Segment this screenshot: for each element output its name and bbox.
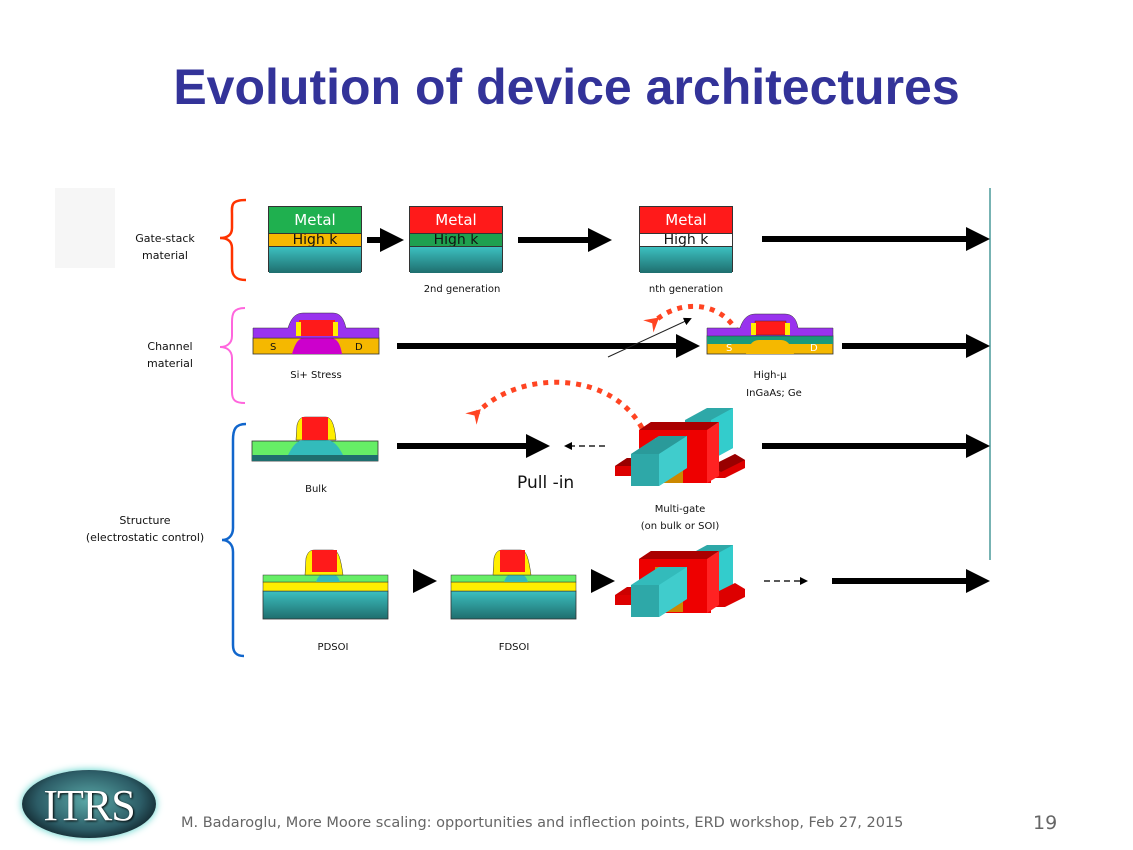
background-artifact xyxy=(55,188,115,268)
channel-label: Channel material xyxy=(130,338,210,372)
label-line: Gate-stack xyxy=(135,232,195,245)
substrate-layer xyxy=(410,247,502,273)
structure-label: Structure (electrostatic control) xyxy=(70,512,220,546)
slide-title: Evolution of device architectures xyxy=(173,59,960,115)
gate-stack-brace xyxy=(219,198,247,282)
svg-text:D: D xyxy=(355,342,363,353)
slide-footer: M. Badaroglu, More Moore scaling: opport… xyxy=(181,815,904,831)
substrate-layer xyxy=(640,247,732,273)
caption-2nd-generation: 2nd generation xyxy=(423,284,501,295)
gate-stack-genn: Metal High k xyxy=(639,206,733,273)
gate-stack-gen2: Metal High k xyxy=(409,206,503,273)
bulk-transistor xyxy=(251,416,379,462)
channel-brace xyxy=(219,307,246,404)
label-line: material xyxy=(147,357,193,370)
caption-pdsoi: PDSOI xyxy=(317,642,349,653)
metal-layer: Metal xyxy=(410,207,502,233)
metal-layer: Metal xyxy=(269,207,361,233)
gate-stack-gen1: Metal High k xyxy=(268,206,362,273)
caption-bulk: Bulk xyxy=(305,484,327,495)
label-line: Channel xyxy=(147,340,193,353)
high-k-layer: High k xyxy=(269,233,361,247)
high-k-layer: High k xyxy=(640,233,732,247)
dotted-pull-in-arrow-channel xyxy=(643,303,741,335)
pull-in-label: Pull -in xyxy=(517,473,575,493)
substrate-layer xyxy=(269,247,361,273)
metal-layer: Metal xyxy=(640,207,732,233)
page-number: 19 xyxy=(1033,812,1058,834)
label-line: material xyxy=(142,249,188,262)
svg-text:D: D xyxy=(810,343,818,354)
itrs-logo: ITRS xyxy=(22,770,156,838)
label-line: Structure xyxy=(119,514,171,527)
svg-text:S: S xyxy=(726,343,732,354)
fdsoi-transistor xyxy=(450,549,577,620)
caption-si-stress: Si+ Stress xyxy=(290,370,342,381)
high-mu-transistor: S D xyxy=(706,313,834,355)
multigate-finfet-bulk xyxy=(615,408,745,486)
caption-fdsoi: FDSOI xyxy=(498,642,530,653)
thin-diagonal-arrow xyxy=(607,317,692,358)
logo-text: ITRS xyxy=(43,781,135,830)
structure-brace xyxy=(221,422,247,658)
caption-multi-gate: Multi-gate xyxy=(654,504,706,515)
multigate-finfet-soi xyxy=(615,545,745,617)
label-line: (electrostatic control) xyxy=(85,531,205,544)
dotted-pull-in-arrow-structure xyxy=(465,379,645,430)
si-stress-transistor: S D xyxy=(252,312,380,355)
svg-text:S: S xyxy=(270,342,276,353)
gate-stack-label: Gate-stack material xyxy=(120,230,210,264)
caption-on-bulk-or-soi: (on bulk or SOI) xyxy=(640,521,720,532)
caption-nth-generation: nth generation xyxy=(648,284,724,295)
caption-ingaas-ge: InGaAs; Ge xyxy=(746,388,802,399)
high-k-layer: High k xyxy=(410,233,502,247)
pdsoi-transistor xyxy=(262,549,389,620)
caption-high-mu: High-μ xyxy=(753,370,787,381)
